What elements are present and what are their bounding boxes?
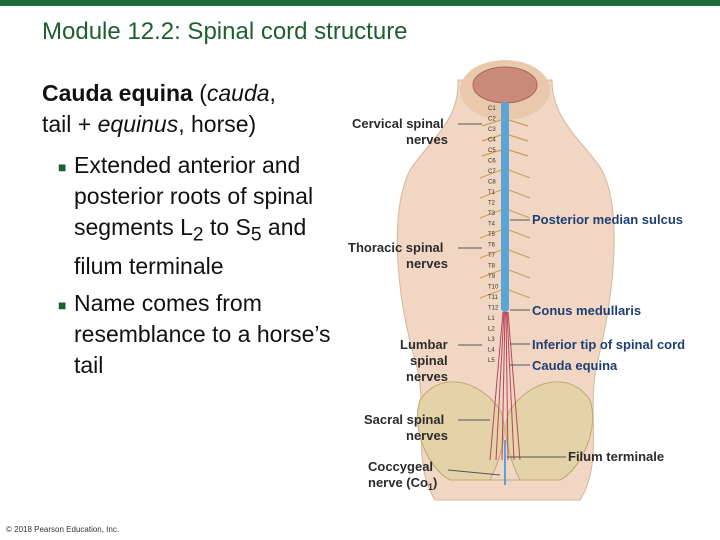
intro-comma: , xyxy=(269,80,276,106)
label-cervical-1: Cervical spinal xyxy=(352,116,444,131)
copyright-notice: © 2018 Pearson Education, Inc. xyxy=(6,525,120,534)
label-cervical-2: nerves xyxy=(406,132,448,147)
segment-label: T11 xyxy=(488,295,499,301)
segment-label: T3 xyxy=(488,211,496,217)
bullet-text: Extended anterior and posterior roots of… xyxy=(74,150,358,282)
leader-lines-right xyxy=(507,219,566,458)
segment-label: C6 xyxy=(488,159,496,165)
bullet-text: Name comes from resemblance to a horse’s… xyxy=(74,289,331,378)
bullet-subscript: 5 xyxy=(250,224,262,246)
segment-label: C4 xyxy=(488,138,496,144)
label-lumbar-3: nerves xyxy=(406,369,448,384)
segment-label: T4 xyxy=(488,222,496,228)
intro-paren-open: ( xyxy=(192,80,207,106)
segment-label: C7 xyxy=(488,169,496,175)
segment-label: T7 xyxy=(488,253,496,259)
segment-label: C8 xyxy=(488,180,496,186)
segment-label: T2 xyxy=(488,201,496,207)
intro-horse: , horse) xyxy=(178,111,257,137)
pelvis xyxy=(416,381,594,481)
segment-label: T12 xyxy=(488,306,499,312)
segment-label: T5 xyxy=(488,232,496,238)
segment-labels: C1C2C3C4C5C6C7C8T1T2T3T4T5T6T7T8T9T10T11… xyxy=(488,106,499,364)
top-accent-bar xyxy=(0,0,720,6)
segment-label: L2 xyxy=(488,327,495,333)
label-coccygeal-text: nerve (Co xyxy=(368,475,428,490)
segment-label: L1 xyxy=(488,316,495,322)
intro-tail: tail + xyxy=(42,111,98,137)
label-coccygeal-close: ) xyxy=(433,475,437,490)
cauda-equina xyxy=(489,311,521,461)
bullet-item: ■ Name comes from resemblance to a horse… xyxy=(58,288,358,381)
label-sacral-1: Sacral spinal xyxy=(364,412,444,427)
label-conus-medullaris: Conus medullaris xyxy=(532,303,641,318)
segment-label: T9 xyxy=(488,274,496,280)
bullet-text-part: and filum terminale xyxy=(74,214,307,279)
bullet-item: ■ Extended anterior and posterior roots … xyxy=(58,150,358,282)
bullet-marker-icon: ■ xyxy=(58,296,67,313)
spinal-cord xyxy=(501,102,509,312)
bullet-text-part: to S xyxy=(203,214,251,240)
label-cauda-equina: Cauda equina xyxy=(532,358,618,373)
intro-term: Cauda equina xyxy=(42,80,193,106)
leader-lines-left xyxy=(447,123,501,476)
segment-label: T6 xyxy=(488,243,496,249)
intro-equinus: equinus xyxy=(97,111,179,137)
segment-label: C5 xyxy=(488,148,496,154)
label-thoracic-1: Thoracic spinal xyxy=(348,240,443,255)
bullet-subscript: 2 xyxy=(192,224,204,246)
label-filum-terminale: Filum terminale xyxy=(568,449,664,464)
bullet-list: ■ Extended anterior and posterior roots … xyxy=(58,150,358,387)
label-coccygeal-2: nerve (Co1) xyxy=(368,475,437,492)
label-sacral-2: nerves xyxy=(406,428,448,443)
label-inferior-tip: Inferior tip of spinal cord xyxy=(532,337,685,352)
label-coccygeal-1: Coccygeal xyxy=(368,459,433,474)
segment-label: C2 xyxy=(488,117,496,123)
segment-label: L4 xyxy=(488,348,495,354)
segment-label: C3 xyxy=(488,127,496,133)
bullet-text-part: Extended anterior and posterior roots of… xyxy=(74,152,314,240)
label-lumbar-2: spinal xyxy=(410,353,448,368)
label-posterior-median-sulcus: Posterior median sulcus xyxy=(532,212,683,227)
bullet-marker-icon: ■ xyxy=(58,159,67,175)
label-coccygeal-sub: 1 xyxy=(428,482,433,492)
segment-label: T8 xyxy=(488,264,496,270)
segment-label: C1 xyxy=(488,106,496,112)
label-lumbar-1: Lumbar xyxy=(400,337,448,352)
label-thoracic-2: nerves xyxy=(406,256,448,271)
segment-label: T1 xyxy=(488,190,496,196)
segment-label: T10 xyxy=(488,285,499,291)
slide-title: Module 12.2: Spinal cord structure xyxy=(42,18,408,45)
brain xyxy=(472,66,538,104)
intro-cauda: cauda xyxy=(206,80,270,106)
spinal-cord-diagram: C1C2C3C4C5C6C7C8T1T2T3T4T5T6T7T8T9T10T11… xyxy=(348,60,685,501)
nerve-roots xyxy=(479,119,531,299)
intro-text: Cauda equina (cauda, tail + equinus, hor… xyxy=(42,78,276,140)
segment-label: L3 xyxy=(488,337,495,343)
segment-label: L5 xyxy=(488,358,495,364)
